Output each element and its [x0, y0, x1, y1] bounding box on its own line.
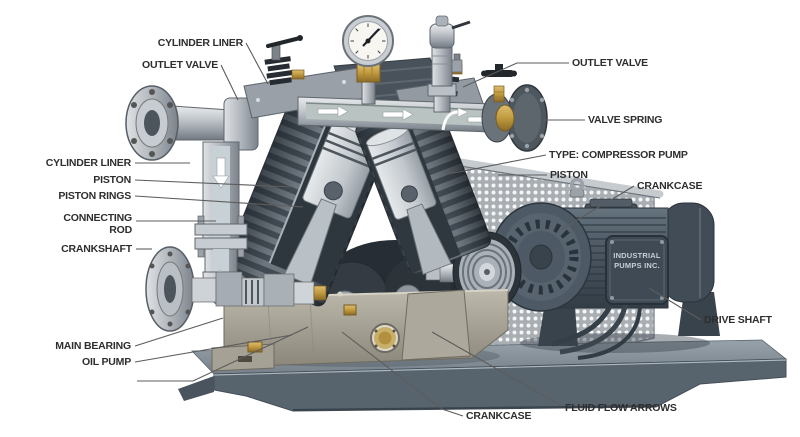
gauge-needle: [362, 28, 380, 47]
connecting-rod-right: [406, 203, 452, 275]
conduit-cable: [577, 303, 642, 360]
brass-plug: [343, 304, 357, 316]
crankshaft-flange: [145, 246, 195, 332]
label-oil-pump: OIL PUMP: [82, 356, 131, 368]
conduit-cable: [551, 300, 615, 347]
oil-pump-body: [293, 281, 315, 305]
eyebolt-icon: [569, 177, 585, 193]
label-piston-left: PISTON: [93, 174, 131, 186]
label-crankshaft: CRANKSHAFT: [61, 243, 132, 255]
leader-cylinder-liner-top: [245, 42, 269, 85]
inlet-flange: [125, 85, 179, 161]
label-piston-rings: PISTON RINGS: [58, 190, 131, 202]
brass-drain-plug: [247, 341, 263, 353]
leader-drive-shaft: [648, 287, 702, 321]
label-drive-shaft: DRIVE SHAFT: [704, 314, 772, 326]
conduit-cable: [559, 301, 629, 355]
gauge-ticks: [350, 23, 386, 59]
leader-piston-rings: [134, 195, 304, 208]
leader-crankcase-right: [561, 185, 635, 230]
piston-ring: [374, 148, 417, 167]
label-outlet-valve-right: OUTLET VALVE: [572, 57, 648, 69]
safety-valve: [427, 15, 471, 113]
outlet-valve-assembly: [481, 64, 548, 152]
leader-crankcase-bottom: [341, 331, 464, 417]
crankcase: [211, 289, 509, 372]
wrist-pin: [323, 181, 343, 201]
leader-lines: [134, 42, 702, 417]
label-piston-right: PISTON: [550, 169, 588, 181]
label-main-bearing: MAIN BEARING: [55, 340, 131, 352]
nameplate-text: INDUSTRIAL PUMPS INC.: [607, 251, 667, 270]
relief-lever: [451, 20, 471, 30]
electric-motor: [490, 198, 720, 360]
leader-outlet-valve-right: [462, 62, 569, 88]
piston-right-cutaway: [365, 125, 452, 275]
leader-oil-pump: [134, 334, 293, 363]
label-type-compressor-pump: TYPE: COMPRESSOR PUMP: [549, 149, 688, 161]
valve-lever: [266, 36, 302, 48]
main-bearing-shaft: [191, 271, 327, 307]
nameplate-line1: INDUSTRIAL: [613, 251, 661, 260]
cylinder-left: [224, 93, 392, 307]
flow-arrow-down: [212, 157, 230, 189]
valve-handwheel: [484, 70, 514, 77]
label-cylinder-liner-left: CYLINDER LINER: [45, 157, 131, 169]
label-outlet-valve-top: OUTLET VALVE: [142, 59, 218, 71]
pressure-gauge: [342, 15, 394, 105]
sight-glass: [370, 323, 400, 353]
leader-type: [447, 154, 547, 175]
piston-ring: [371, 141, 414, 160]
label-crankcase-right: CRANKCASE: [637, 180, 703, 192]
label-fluid-flow-arrows: FLUID FLOW ARROWS: [565, 402, 677, 414]
leader-extra: [137, 326, 309, 382]
leader-main-bearing: [134, 317, 224, 347]
label-cylinder-liner-top: CYLINDER LINER: [157, 37, 243, 49]
discharge-manifold: [297, 96, 521, 134]
label-valve-spring: VALVE SPRING: [588, 114, 663, 126]
leader-outlet-valve-top: [220, 64, 239, 101]
motor-nameplate: [605, 235, 669, 305]
leader-piston-left: [134, 179, 294, 188]
nameplate-line2: PUMPS INC.: [614, 260, 660, 270]
cylinder-right: [355, 96, 492, 275]
wrist-pin: [400, 185, 418, 203]
label-crankcase-bottom: CRANKCASE: [466, 410, 532, 422]
piston-ring: [322, 146, 372, 169]
leader-fluid-flow-arrows: [431, 331, 563, 407]
label-connecting-rod: CONNECTING ROD: [63, 212, 132, 236]
valve-spring-housing: [495, 104, 515, 132]
valve-spring-left: [264, 56, 293, 86]
inlet-piping: [125, 85, 327, 332]
